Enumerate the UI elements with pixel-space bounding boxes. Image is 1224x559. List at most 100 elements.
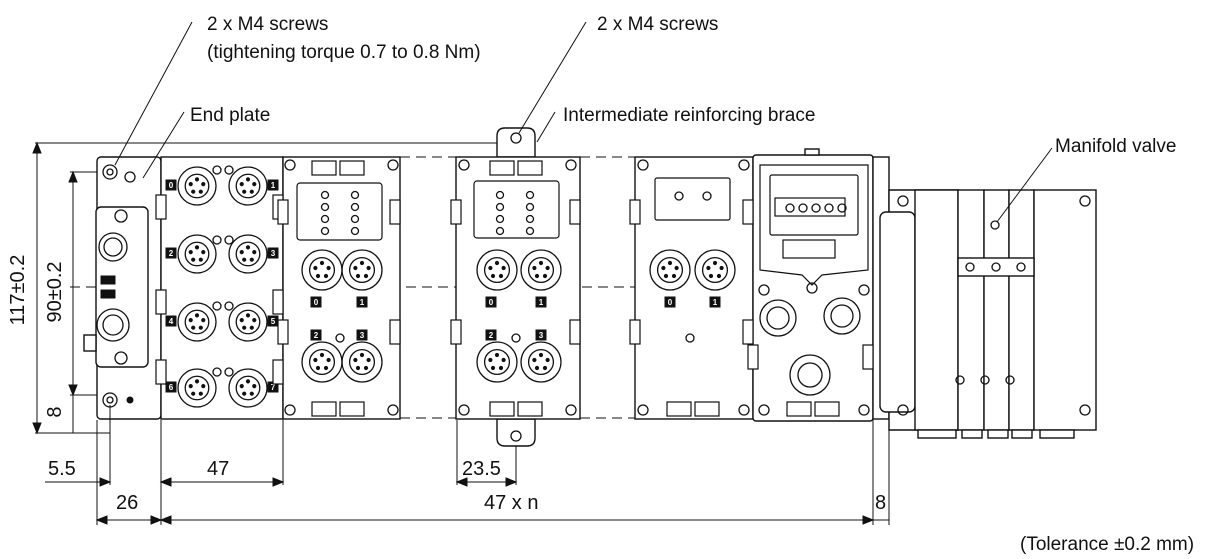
side-tab xyxy=(569,199,581,225)
port-number-badge: 3 xyxy=(535,329,547,341)
label-brace: Intermediate reinforcing brace xyxy=(563,105,815,126)
led-indicator xyxy=(785,203,795,213)
label-screws-right: 2 x M4 screws xyxy=(597,14,718,35)
leader-manifold xyxy=(996,147,1053,223)
svg-text:1: 1 xyxy=(539,298,544,307)
svg-text:1: 1 xyxy=(360,298,365,307)
port-number-badge: 1 xyxy=(356,296,368,308)
label-manifold: Manifold valve xyxy=(1055,136,1176,157)
led-indicator xyxy=(320,202,330,212)
port-number-badge: 0 xyxy=(664,296,676,308)
led-indicator xyxy=(495,190,505,200)
side-tab xyxy=(747,344,759,370)
port-number-badge: 5 xyxy=(267,315,279,327)
port-number-badge: 0 xyxy=(485,296,497,308)
led-indicator xyxy=(224,235,234,245)
label-end-plate: End plate xyxy=(190,105,270,126)
led-indicator xyxy=(212,301,222,311)
led-indicator xyxy=(224,165,234,175)
side-tab xyxy=(272,289,284,315)
io-module-4-port-b xyxy=(455,127,581,447)
svg-text:0: 0 xyxy=(668,298,673,307)
side-tab xyxy=(277,319,289,345)
side-tab xyxy=(629,319,641,345)
dim-47: 47 xyxy=(207,458,229,480)
side-tab xyxy=(155,289,167,315)
port-number-badge: 0 xyxy=(310,296,322,308)
label-screws-left-2: (tightening torque 0.7 to 0.8 Nm) xyxy=(207,42,481,63)
svg-text:1: 1 xyxy=(713,298,718,307)
m12-port-1 xyxy=(520,249,562,291)
port-number-badge: 1 xyxy=(535,296,547,308)
m12-port-4 xyxy=(177,302,217,342)
side-tab xyxy=(742,319,754,345)
led-indicator xyxy=(350,226,360,236)
leader-screws-right xyxy=(518,21,587,134)
io-module-2-port xyxy=(634,156,754,420)
m12-port-0 xyxy=(476,249,518,291)
dim-8-vert: 8 xyxy=(44,406,66,417)
port-number-badge: 1 xyxy=(709,296,721,308)
m12-port-7 xyxy=(228,368,268,408)
svg-text:5: 5 xyxy=(271,317,276,326)
led-indicator xyxy=(525,202,535,212)
manifold-valve xyxy=(872,156,1097,439)
port-number-badge: 6 xyxy=(165,381,177,393)
port-number-badge: 2 xyxy=(310,329,322,341)
m12-port-3 xyxy=(228,234,268,274)
dim-5-5: 5.5 xyxy=(48,458,76,480)
m12-port-2 xyxy=(177,234,217,274)
led-indicator xyxy=(212,367,222,377)
svg-text:3: 3 xyxy=(360,331,365,340)
port-number-badge: 0 xyxy=(165,179,177,191)
controller-module xyxy=(752,148,874,422)
led-indicator xyxy=(212,165,222,175)
m12-port-1 xyxy=(341,249,383,291)
m12-port-0 xyxy=(177,166,217,206)
led-indicator xyxy=(837,203,847,213)
m12-port-1 xyxy=(228,166,268,206)
led-indicator xyxy=(798,203,808,213)
led-indicator xyxy=(525,190,535,200)
svg-text:0: 0 xyxy=(169,181,174,190)
led-indicator xyxy=(495,214,505,224)
svg-text:2: 2 xyxy=(169,249,174,258)
m4-port-0 xyxy=(649,249,691,291)
port-number-badge: 2 xyxy=(165,247,177,259)
led-indicator xyxy=(320,190,330,200)
svg-text:3: 3 xyxy=(271,249,276,258)
m12-port-5 xyxy=(228,302,268,342)
leader-screws-left xyxy=(114,21,193,166)
led-indicator xyxy=(525,214,535,224)
side-tab xyxy=(389,319,401,345)
side-tab xyxy=(450,199,462,225)
port-number-badge: 1 xyxy=(267,179,279,191)
svg-text:2: 2 xyxy=(489,331,494,340)
led-indicator xyxy=(320,214,330,224)
dim-47xn: 47 x n xyxy=(484,492,538,514)
svg-text:6: 6 xyxy=(169,383,174,392)
m12-port-3 xyxy=(341,341,383,383)
side-tab xyxy=(389,199,401,225)
port-number-badge: 3 xyxy=(267,247,279,259)
led-indicator xyxy=(320,226,330,236)
svg-text:0: 0 xyxy=(314,298,319,307)
m4-port-1 xyxy=(694,249,736,291)
side-tab xyxy=(862,344,874,370)
m12-port-2 xyxy=(476,341,518,383)
label-screws-left-1: 2 x M4 screws xyxy=(207,14,328,35)
side-tab xyxy=(450,319,462,345)
side-tab xyxy=(569,319,581,345)
led-indicator xyxy=(350,214,360,224)
led-indicator xyxy=(350,202,360,212)
svg-text:1: 1 xyxy=(271,181,276,190)
dim-26: 26 xyxy=(116,492,138,514)
led-indicator xyxy=(495,226,505,236)
side-tab xyxy=(155,359,167,385)
led-indicator xyxy=(495,202,505,212)
end-plate xyxy=(83,156,162,420)
dim-23-5: 23.5 xyxy=(462,458,501,480)
side-tab xyxy=(272,359,284,385)
label-tolerance: (Tolerance ±0.2 mm) xyxy=(1020,534,1194,555)
